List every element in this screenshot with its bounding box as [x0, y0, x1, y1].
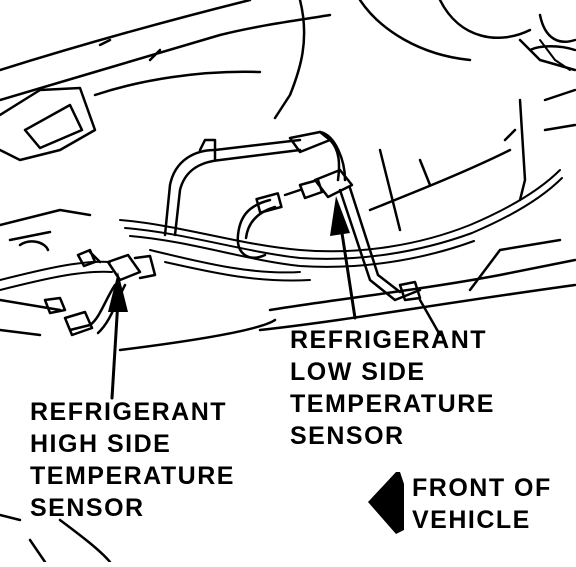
low-side-leader-arrow	[338, 218, 357, 320]
high-side-sensor-graphic	[0, 208, 157, 337]
body-panels	[0, 0, 576, 232]
front-line-2: VEHICLE	[412, 506, 531, 534]
high-side-arrowhead	[108, 272, 128, 312]
low-side-arrowhead	[330, 196, 350, 236]
high-side-line-2: HIGH SIDE	[30, 430, 172, 458]
refrigerant-line	[163, 130, 422, 302]
low-side-line-1: REFRIGERANT	[290, 326, 488, 354]
low-side-sensor-label: REFRIGERANT LOW SIDE TEMPERATURE SENSOR	[290, 324, 495, 452]
shroud-lines	[0, 238, 576, 564]
high-side-line-4: SENSOR	[30, 494, 145, 522]
front-line-1: FRONT OF	[412, 474, 552, 502]
front-arrow-icon	[368, 472, 404, 534]
front-of-vehicle-label: FRONT OF VEHICLE	[412, 472, 552, 536]
low-side-line-2: LOW SIDE	[290, 358, 426, 386]
low-side-line-4: SENSOR	[290, 422, 405, 450]
wiring-harness	[0, 39, 571, 291]
high-side-line-3: TEMPERATURE	[30, 462, 235, 490]
low-side-line-3: TEMPERATURE	[290, 390, 495, 418]
high-side-sensor-label: REFRIGERANT HIGH SIDE TEMPERATURE SENSOR	[30, 396, 235, 524]
high-side-line-1: REFRIGERANT	[30, 398, 228, 426]
high-side-leader-arrow	[110, 298, 120, 400]
